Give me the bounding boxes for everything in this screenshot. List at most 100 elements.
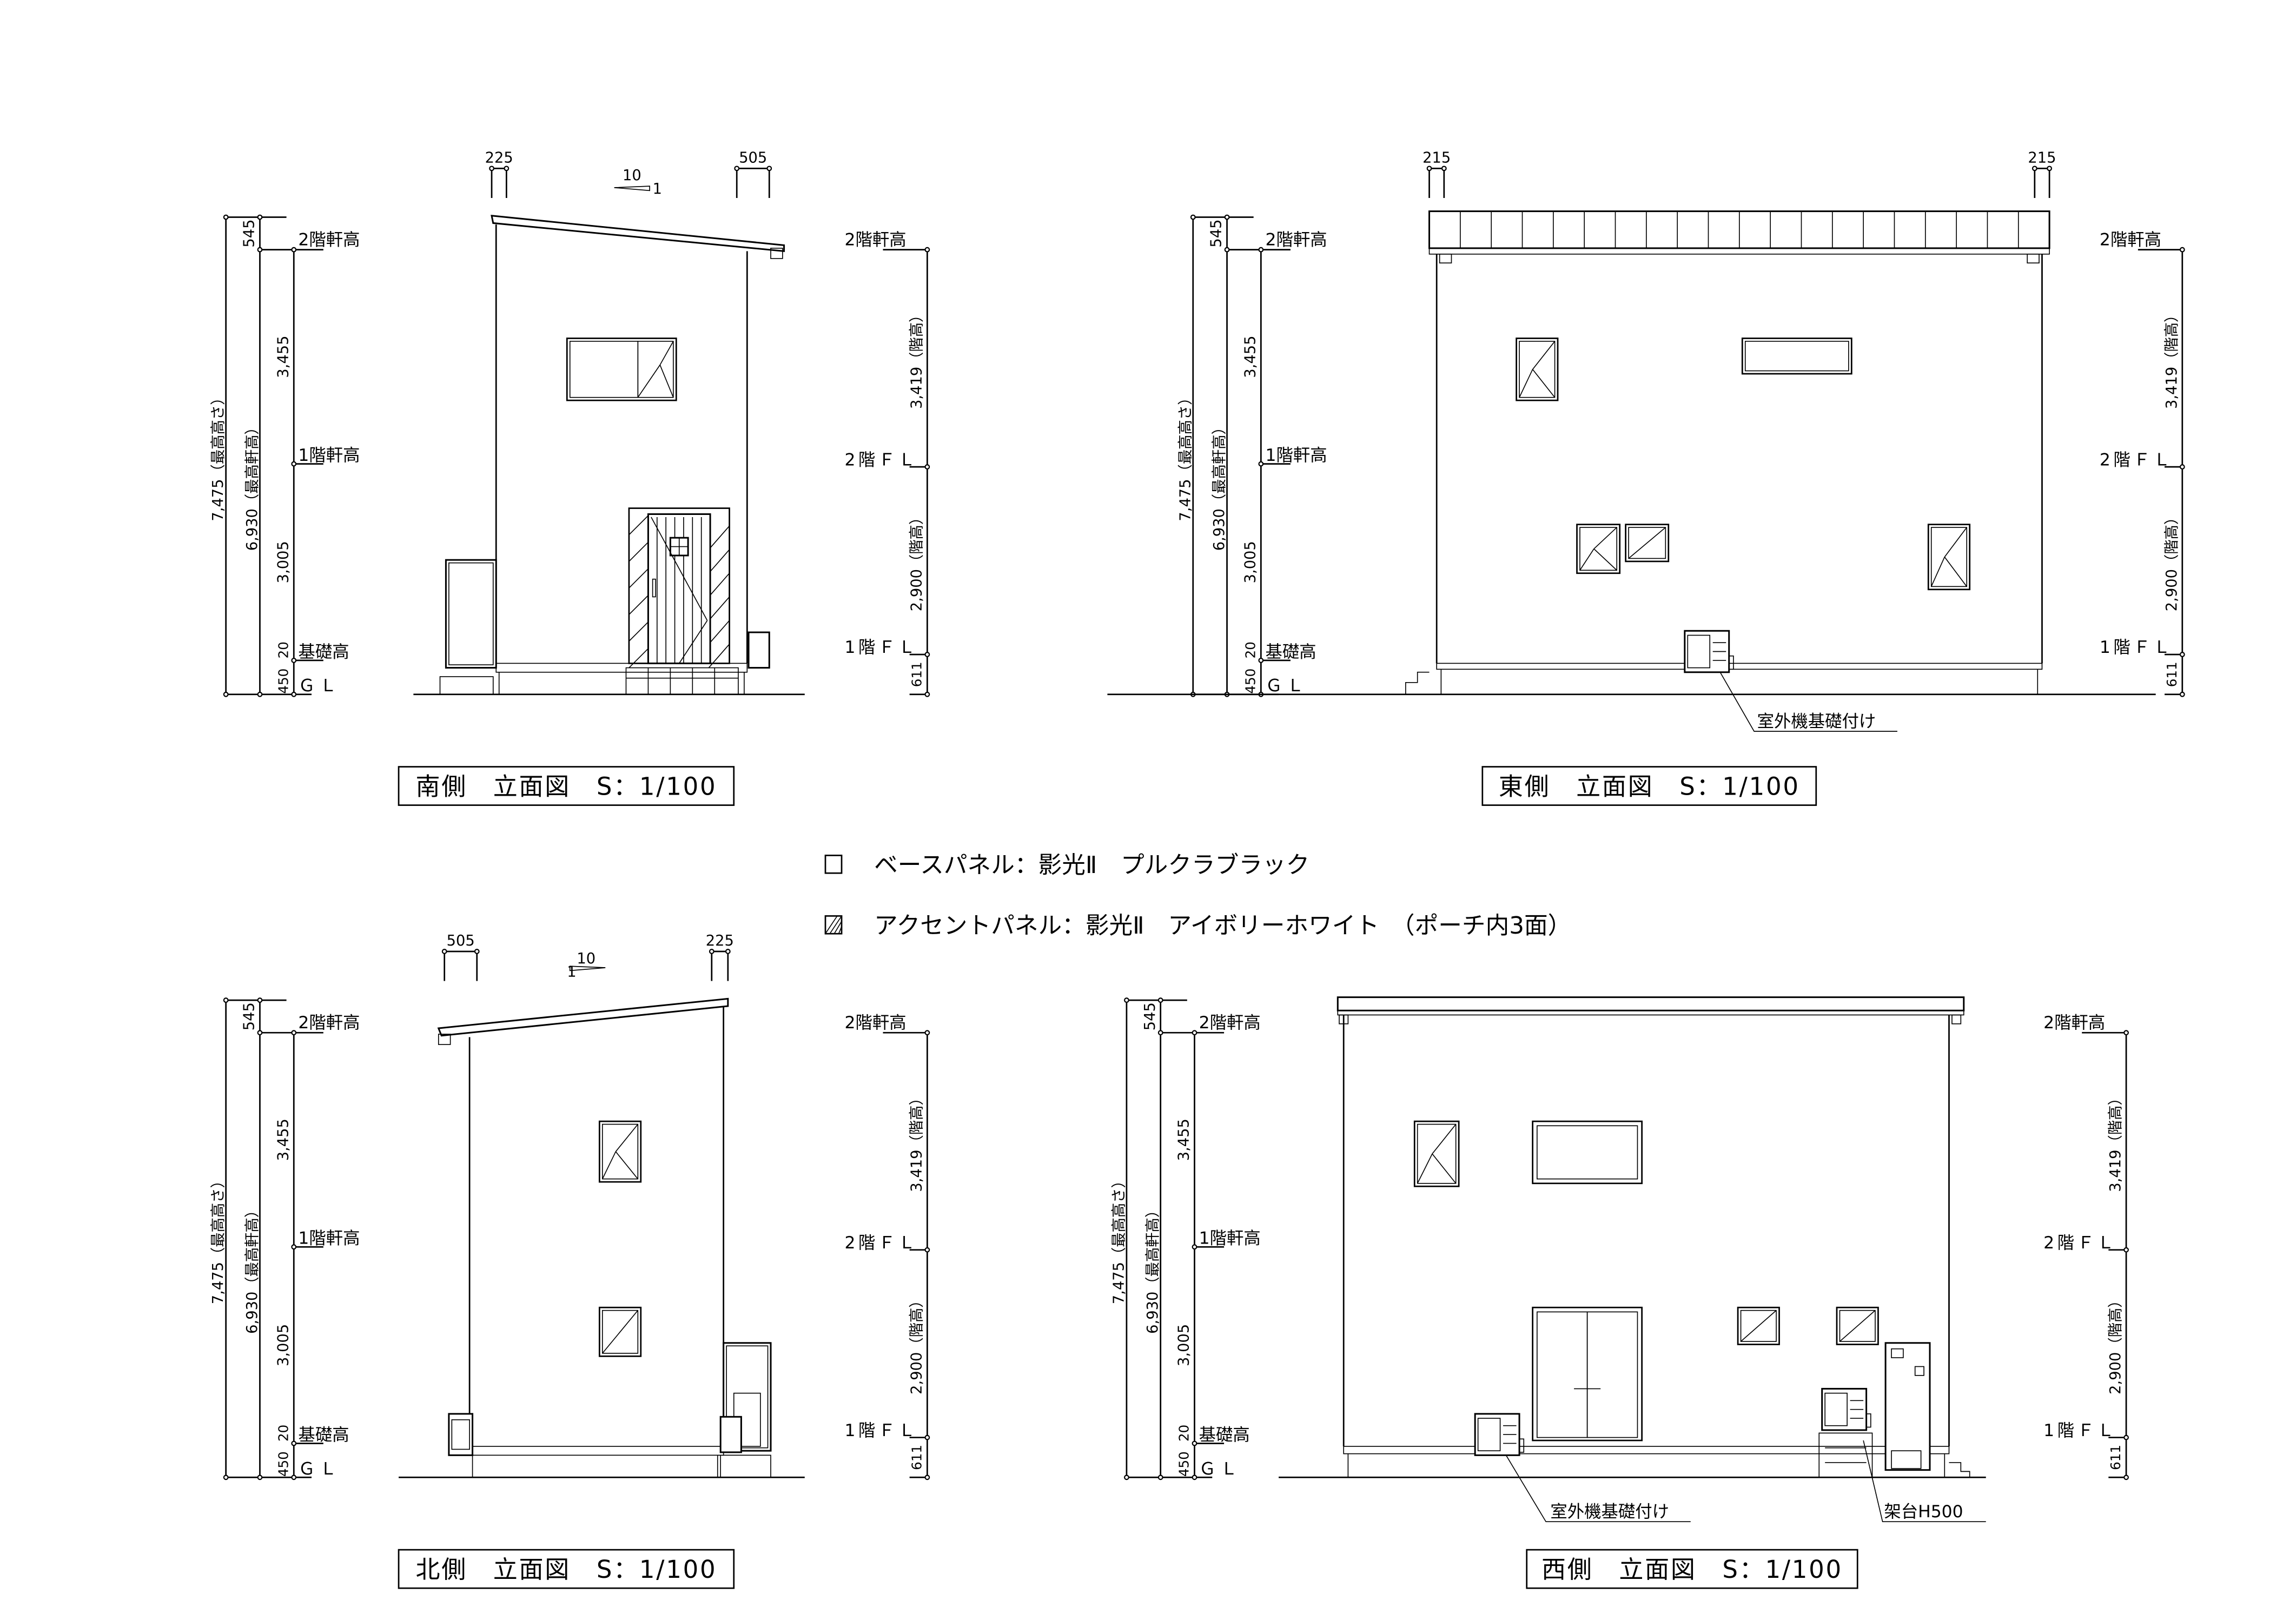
- dimension-point: [924, 247, 930, 253]
- base-line: [1436, 663, 2043, 670]
- dimension-point: [291, 1440, 297, 1446]
- title-frame: [398, 766, 735, 806]
- dimension-point: [291, 1244, 297, 1250]
- level-label-2f-fl: 2階ＦＬ: [845, 450, 918, 470]
- ac-fan-grille: [1477, 1418, 1501, 1451]
- window-frame: [1737, 1306, 1780, 1345]
- ac-pipe: [1728, 655, 1734, 670]
- leader-line: [1863, 1440, 1986, 1523]
- dimension-point: [734, 166, 740, 171]
- dimension-value: 20: [275, 1425, 291, 1442]
- tank-body: [1884, 1342, 1931, 1471]
- window: [1532, 1120, 1643, 1185]
- dimension-value: 450: [1242, 669, 1258, 694]
- gutter: [1439, 253, 1452, 263]
- heat-pump-unit: [1884, 1342, 1931, 1471]
- dimension-value: 545: [241, 1002, 258, 1030]
- gutter: [1951, 1014, 1962, 1024]
- window-frame: [1576, 524, 1621, 574]
- drawing-line: [602, 1310, 638, 1354]
- overhang-value: 225: [485, 149, 513, 166]
- level-label-foundation: 基礎高: [298, 1425, 349, 1445]
- level-label-foundation: 基礎高: [1266, 642, 1316, 662]
- dimension-point: [1190, 214, 1196, 220]
- dimension-point: [1124, 997, 1129, 1003]
- west-elevation: 7,475（最高高さ）6,930（最高軒高）5453,4553,00520450…: [1110, 996, 2129, 1589]
- overhang-dimension: 225: [485, 149, 513, 198]
- level-label-2f-eave: 2階軒高: [298, 230, 360, 249]
- base-line: [469, 1446, 724, 1456]
- window-sash: [1579, 527, 1618, 571]
- dimension-point: [1224, 214, 1230, 220]
- door-panel-right: [1586, 1311, 1638, 1438]
- overhang-value: 225: [706, 933, 734, 949]
- door-handle: [652, 578, 656, 598]
- dimension-value: 611: [909, 662, 924, 687]
- legend-text: ベースパネル：影光Ⅱ プルクラブラック: [874, 851, 1309, 879]
- dimension-value: 545: [1142, 1002, 1159, 1030]
- level-label-gl: ＧＬ: [298, 676, 341, 696]
- drawing-line: [1579, 548, 1594, 571]
- callout-text: 室外機基礎付け: [1757, 712, 1876, 731]
- leader-line: [1505, 1454, 1691, 1523]
- dimension-point: [2179, 691, 2185, 697]
- level-label-1f-fl: 1階ＦＬ: [845, 638, 918, 657]
- level-label-2f-eave: 2階軒高: [845, 1013, 907, 1033]
- unit-base: [439, 676, 494, 695]
- window: [1413, 1120, 1460, 1187]
- legend-item-base-panel: ベースパネル：影光Ⅱ プルクラブラック: [824, 851, 1309, 879]
- drawing-line: [615, 1124, 638, 1152]
- dimension-point: [2123, 1030, 2129, 1036]
- level-label-2f-eave: 2階軒高: [1266, 230, 1327, 249]
- dimension-point: [924, 652, 930, 657]
- window: [1927, 524, 1971, 591]
- total-height-dimension: 7,475（最高高さ）: [210, 1173, 227, 1304]
- window-fix: [1537, 1125, 1638, 1180]
- callout-text: 架台H500: [1884, 1502, 1963, 1522]
- callout-text: 室外機基礎付け: [1550, 1502, 1669, 1522]
- drawing-line: [1432, 1124, 1457, 1154]
- front-door: [647, 513, 711, 664]
- drawing-line: [1432, 1153, 1457, 1184]
- dimension-point: [924, 464, 930, 470]
- dimension-value: 611: [2108, 1445, 2123, 1470]
- overhang-dimension: 215: [1422, 149, 1451, 198]
- level-label-2f-fl: 2階ＦＬ: [2043, 1233, 2117, 1253]
- overhang-value: 215: [1422, 149, 1451, 166]
- dimension-value: 3,005: [1176, 1324, 1193, 1366]
- level-label-gl: ＧＬ: [298, 1459, 341, 1479]
- dimension-point: [441, 949, 447, 954]
- max-eave-height-dimension: 6,930（最高軒高）: [244, 420, 261, 551]
- unit-inner: [448, 562, 494, 665]
- window-sash: [1839, 1310, 1876, 1342]
- ac-fan-grille: [1824, 1392, 1848, 1426]
- dimension-point: [291, 691, 297, 697]
- legend-text: アクセントパネル：影光Ⅱ アイボリーホワイト （ポーチ内3面）: [874, 912, 1571, 940]
- level-label-1f-fl: 1階ＦＬ: [2043, 1421, 2117, 1440]
- callout-stand: 架台H500: [1863, 1440, 1986, 1523]
- total-height-dimension: 7,475（最高高さ）: [210, 391, 227, 521]
- door-panel-left: [1537, 1311, 1588, 1438]
- dimension-value: 545: [1208, 219, 1225, 247]
- outdoor-ac-unit: [1474, 1413, 1525, 1456]
- view-title-box: 北側 立面図 S：1/100: [398, 1549, 735, 1589]
- dimension-point: [257, 247, 263, 253]
- drawing-line: [1741, 1310, 1777, 1342]
- meter-box: [747, 631, 770, 669]
- eave-line: [1337, 1010, 1964, 1016]
- window: [1741, 338, 1852, 375]
- drawing-line: [1944, 527, 1967, 558]
- drawing-line: [1944, 557, 1967, 587]
- tank-panel: [1914, 1366, 1924, 1376]
- dimension-value: 611: [2164, 662, 2180, 687]
- view-title-box: 東側 立面図 S：1/100: [1481, 766, 1817, 806]
- dimension-point: [291, 1475, 297, 1480]
- north-elevation: 7,475（最高高さ）6,930（最高軒高）5453,4553,00520450…: [210, 933, 930, 1589]
- dimension-point: [291, 657, 297, 663]
- entrance-steps: [625, 667, 739, 695]
- dimension-point: [2179, 247, 2185, 253]
- level-label-1f-eave: 1階軒高: [1199, 1229, 1261, 1248]
- level-label-1f-fl: 1階ＦＬ: [845, 1421, 918, 1440]
